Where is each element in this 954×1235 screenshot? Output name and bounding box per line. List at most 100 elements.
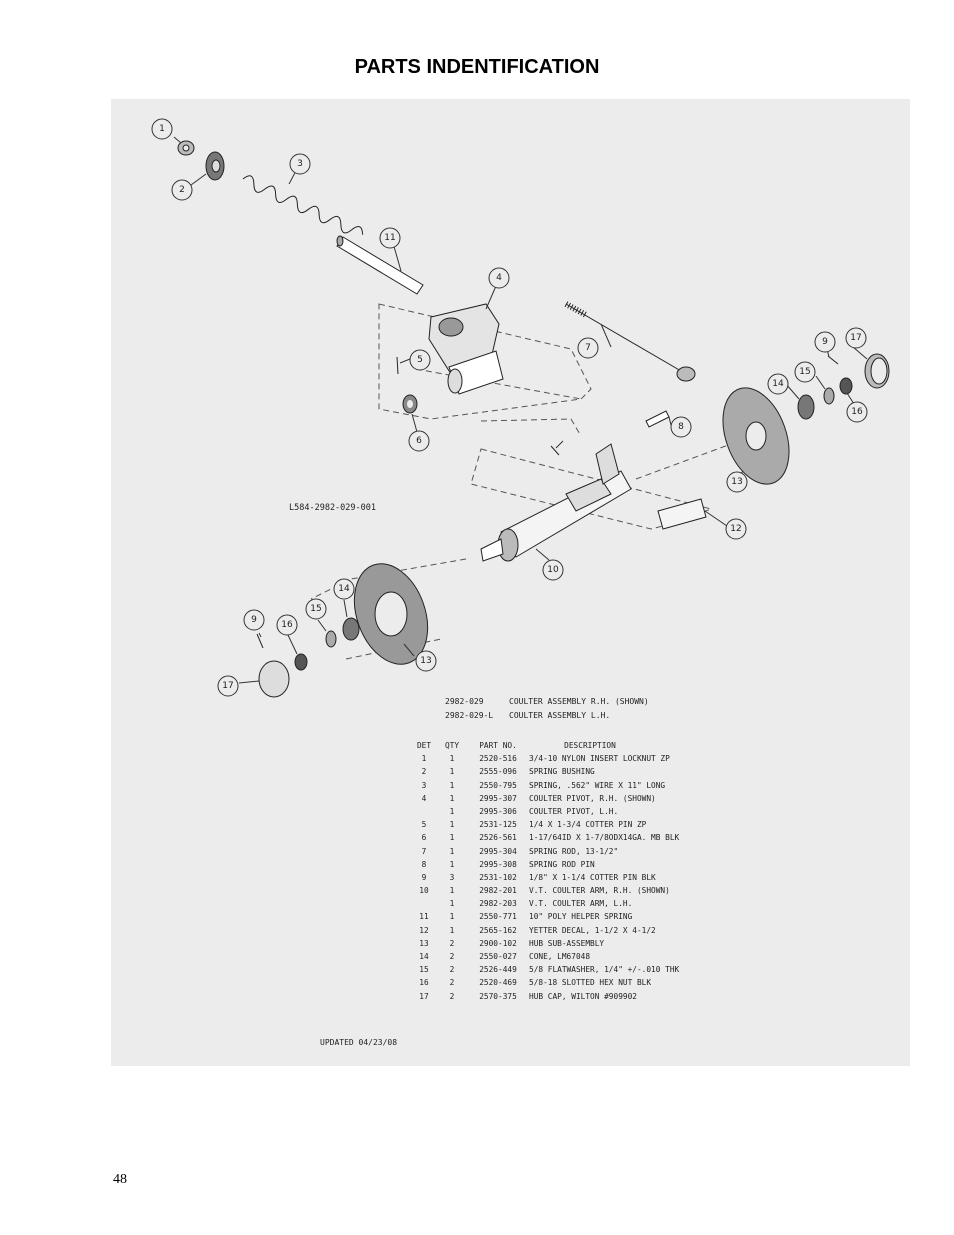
table-cell-description: COULTER PIVOT, R.H. (SHOWN): [529, 793, 656, 803]
table-cell-qty: 1: [449, 754, 455, 764]
table-cell-det: 10: [419, 886, 429, 896]
slotted-nut-part: [294, 653, 308, 671]
table-cell-qty: 1: [449, 806, 455, 816]
callout-15: 15: [794, 361, 816, 383]
callout-13: 13: [726, 471, 748, 493]
table-cell-description: SPRING ROD PIN: [529, 859, 595, 869]
svg-text:10: 10: [547, 565, 559, 575]
spring-rod-pin-part: [645, 410, 670, 428]
callout-16: 16: [846, 401, 868, 423]
table-cell-part-no: 2520-469: [479, 978, 517, 988]
cotter-pin-part: [256, 633, 264, 649]
svg-text:3: 3: [297, 159, 303, 169]
callout-9-left: 9: [243, 609, 265, 631]
svg-text:16: 16: [851, 407, 863, 417]
svg-text:16: 16: [281, 620, 293, 630]
svg-text:9: 9: [251, 615, 257, 625]
exploded-view-drawing: 1 2 3 11 4 7 9 17 5 14 15 16 6 8 13 12 1…: [151, 118, 890, 698]
callout-17: 17: [845, 327, 867, 349]
table-cell-description: HUB SUB-ASSEMBLY: [529, 938, 605, 948]
table-cell-description: COULTER PIVOT, L.H.: [529, 806, 619, 816]
table-cell-qty: 1: [449, 780, 455, 790]
table-cell-qty: 1: [449, 767, 455, 777]
table-cell-part-no: 2995-308: [479, 859, 517, 869]
cone-bearing-part: [342, 617, 360, 641]
table-cell-det: 16: [419, 978, 429, 988]
svg-text:15: 15: [799, 367, 810, 377]
table-cell-det: 17: [419, 991, 429, 1001]
svg-text:11: 11: [384, 233, 395, 243]
table-cell-det: 12: [419, 925, 429, 935]
assembly-line: [635, 443, 732, 480]
poly-helper-spring-part: [336, 235, 424, 295]
hub-part: [722, 387, 790, 485]
table-cell-det: 5: [421, 820, 427, 830]
spring-bushing-part: [205, 151, 225, 181]
table-cell-description: 1-17/64ID X 1-7/8ODX14GA. MB BLK: [529, 833, 680, 843]
callout-9: 9: [814, 331, 836, 353]
svg-text:2: 2: [179, 185, 185, 195]
table-cell-det: 1: [421, 754, 427, 764]
table-cell-description: 1/8" X 1-1/4 COTTER PIN BLK: [529, 872, 656, 882]
page-title: PARTS INDENTIFICATION: [354, 56, 600, 78]
table-cell-part-no: 2995-304: [479, 846, 517, 856]
table-cell-part-no: 2550-771: [479, 912, 517, 922]
table-cell-description: 5/8-18 SLOTTED HEX NUT BLK: [529, 978, 652, 988]
hub-cap-part: [258, 660, 290, 698]
table-cell-description: HUB CAP, WILTON #909902: [529, 991, 637, 1001]
table-cell-part-no: 2555-096: [479, 767, 517, 777]
page-number: 48: [113, 1172, 127, 1187]
table-cell-det: 9: [421, 872, 427, 882]
callout-15-left: 15: [305, 598, 327, 620]
table-cell-part-no: 2550-795: [479, 780, 517, 790]
table-cell-det: 7: [421, 846, 427, 856]
svg-text:14: 14: [338, 584, 350, 594]
flatwasher-part: [823, 387, 835, 405]
callout-4: 4: [488, 267, 510, 289]
table-cell-part-no: 2900-102: [479, 938, 517, 948]
flatwasher-part: [325, 630, 337, 648]
spring-part: [242, 175, 364, 235]
table-cell-det: 4: [421, 793, 427, 803]
table-cell-qty: 1: [449, 925, 455, 935]
spring-rod-part: [564, 301, 696, 382]
svg-text:5: 5: [417, 355, 423, 365]
callout-2: 2: [171, 179, 193, 201]
table-cell-det: 2: [421, 767, 427, 777]
callout-14-left: 14: [333, 578, 355, 600]
cotter-pin-part: [550, 445, 560, 456]
callout-1: 1: [151, 118, 173, 140]
table-cell-part-no: 2531-102: [479, 872, 517, 882]
callout-14: 14: [767, 373, 789, 395]
svg-text:17: 17: [850, 333, 861, 343]
callout-6: 6: [408, 430, 430, 452]
table-cell-qty: 3: [449, 872, 455, 882]
svg-text:7: 7: [585, 343, 591, 353]
drawing-number: L584-2982-029-001: [289, 503, 376, 513]
svg-text:1: 1: [159, 124, 165, 134]
table-cell-part-no: 2570-375: [479, 991, 517, 1001]
table-cell-part-no: 2550-027: [479, 952, 517, 961]
callout-17-left: 17: [217, 675, 239, 697]
table-cell-qty: 1: [449, 833, 455, 843]
table-cell-qty: 2: [449, 991, 455, 1001]
table-cell-det: 15: [419, 965, 429, 975]
assembly-line: [378, 303, 592, 420]
table-cell-description: 3/4-10 NYLON INSERT LOCKNUT ZP: [529, 754, 670, 764]
table-cell-qty: 2: [449, 978, 455, 988]
table-cell-description: V.T. COULTER ARM, L.H.: [529, 899, 633, 909]
svg-text:4: 4: [496, 273, 502, 283]
updated-date: UPDATED 04/23/08: [320, 1038, 398, 1047]
callout-16-left: 16: [276, 614, 298, 636]
table-cell-qty: 2: [449, 965, 455, 975]
